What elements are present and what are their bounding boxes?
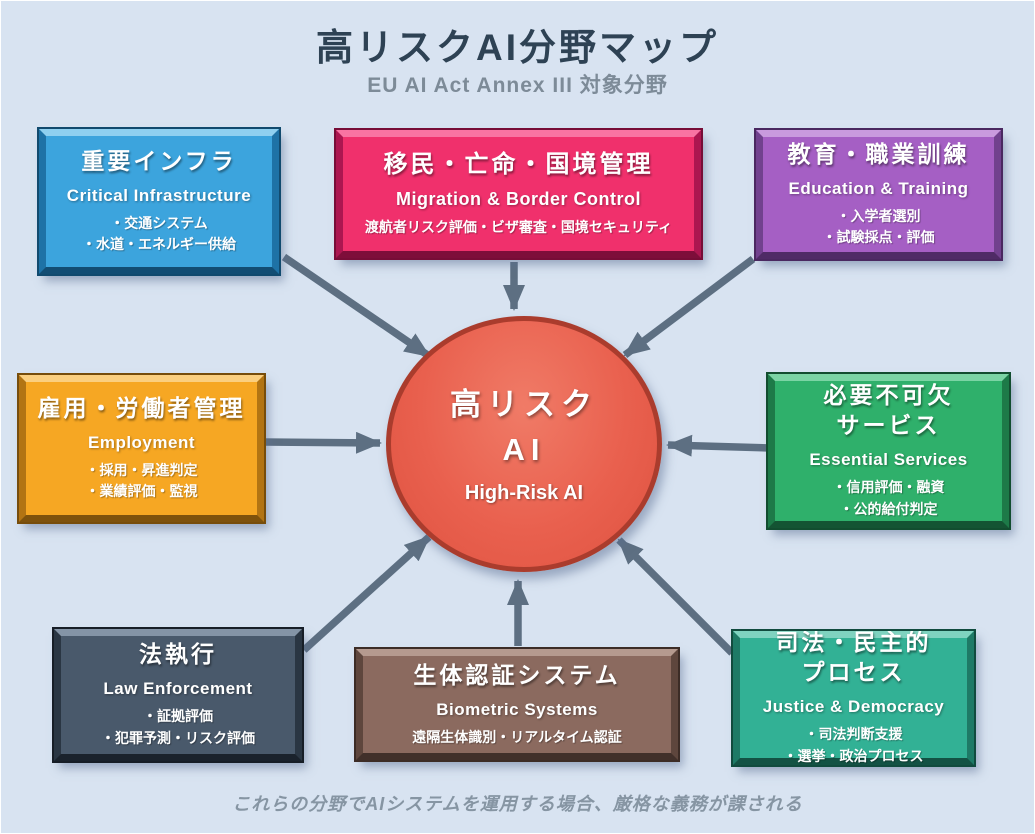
arrow-essential-services [666,434,772,457]
footer-note: これらの分野でAIシステムを運用する場合、厳格な義務が課される [232,794,803,814]
domain-title-en: Migration & Border Control [396,189,641,210]
arrow-law-enforcement [301,534,432,653]
domain-title-en: Employment [87,432,196,452]
domain-details: ・入学者選別 ・試験採点・評価 [822,207,935,246]
domain-details: ・司法判断支援 ・選挙・政治プロセス [783,726,924,764]
domain-title-en: Justice & Democracy [762,697,945,717]
domain-box-employment: 雇用・労働者管理 Employment ・採用・昇進判定 ・業績評価・監視 [17,373,266,524]
domain-title-en: Law Enforcement [103,679,253,699]
domain-box-essential-services: 必要不可欠 サービス Essential Services ・信用評価・融資 ・… [766,372,1011,530]
domain-details: 渡航者リスク評価・ビザ審査・国境セキュリティ [364,219,673,236]
domain-box-education-training: 教育・職業訓練 Education & Training ・入学者選別 ・試験採… [754,128,1003,261]
arrow-critical-infrastructure [281,253,432,360]
domain-title: 重要インフラ [81,147,237,174]
domain-box-justice-democracy: 司法・民主的 プロセス Justice & Democracy ・司法判断支援 … [731,629,976,767]
page-title: 高リスクAI分野マップ [316,27,719,68]
arrow-education-training [622,256,756,358]
domain-title-en: Critical Infrastructure [66,185,252,205]
domain-box-biometric-systems: 生体認証システム Biometric Systems 遠隔生体識別・リアルタイム… [354,647,680,762]
center-title-en: High-Risk AI [464,482,584,505]
domain-details: ・採用・昇進判定 ・業績評価・監視 [85,461,198,500]
domain-details: ・交通システム ・水道・エネルギー供給 [82,214,236,253]
domain-details: ・証拠評価 ・犯罪予測・リスク評価 [101,708,255,746]
domain-title-en: Biometric Systems [436,699,598,719]
domain-box-critical-infrastructure: 重要インフラ Critical Infrastructure ・交通システム ・… [37,127,281,276]
domain-title-en: Education & Training [788,178,969,198]
domain-box-law-enforcement: 法執行 Law Enforcement ・証拠評価 ・犯罪予測・リスク評価 [52,627,304,763]
domain-details: ・信用評価・融資 ・公的給付判定 [832,479,945,517]
domain-title: 司法・民主的 プロセス [775,629,932,686]
domain-title-en: Essential Services [809,450,968,470]
arrow-justice-democracy [616,537,735,656]
domain-title: 教育・職業訓練 [787,140,970,167]
arrow-employment [262,431,382,454]
domain-title: 必要不可欠 サービス [823,382,954,439]
domain-title: 生体認証システム [413,661,621,688]
domain-title: 雇用・労働者管理 [37,394,246,421]
center-node-high-risk-ai: 高リスク AI High-Risk AI [386,316,662,572]
page-subtitle: EU AI Act Annex III 対象分野 [367,74,668,97]
domain-title: 移民・亡命・国境管理 [383,151,654,179]
domain-box-migration-border-control: 移民・亡命・国境管理 Migration & Border Control 渡航… [334,128,703,260]
domain-details: 遠隔生体識別・リアルタイム認証 [412,728,622,745]
center-title: 高リスク AI [450,386,598,467]
domain-title: 法執行 [139,641,217,668]
